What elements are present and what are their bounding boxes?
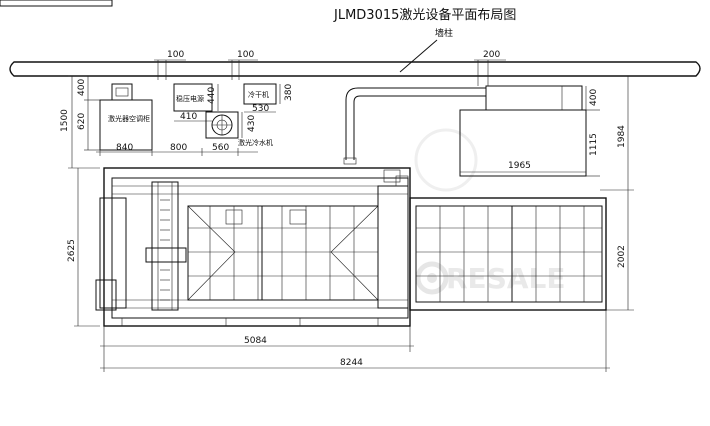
dim-800: 800: [170, 143, 187, 153]
dim-100-a: 100: [154, 50, 186, 80]
svg-text:2002: 2002: [617, 245, 627, 268]
stabilizer-label: 稳压电源: [176, 94, 204, 103]
exhaust-duct: [343, 87, 486, 165]
svg-text:8244: 8244: [340, 358, 363, 368]
dim-8244: 8244: [100, 310, 610, 372]
svg-text:5084: 5084: [244, 336, 267, 346]
svg-text:620: 620: [77, 113, 87, 130]
dim-400-b: 400: [589, 89, 599, 106]
dryer-label: 冷干机: [248, 90, 269, 99]
dim-620: 620: [77, 100, 100, 151]
svg-text:200: 200: [483, 50, 500, 60]
dim-5084: 5084: [100, 326, 414, 352]
dim-2002: 2002: [600, 190, 634, 311]
laser-ac-cabinet: 激光器空调柜: [99, 83, 153, 151]
dim-400-a: 400: [77, 76, 100, 101]
laser-ac-label: 激光器空调柜: [108, 114, 150, 123]
drawing-title: JLMD3015激光设备平面布局图: [333, 7, 516, 23]
svg-text:2625: 2625: [67, 239, 77, 262]
dim-1965: 1965: [508, 161, 531, 171]
dim-530: 530: [252, 104, 269, 114]
wall-leader: [399, 39, 438, 73]
svg-text:100: 100: [237, 50, 254, 60]
drag-chain: [160, 199, 170, 301]
dim-1115: 1115: [589, 133, 599, 156]
dim-440: 440: [207, 87, 217, 104]
dim-1500: 1500: [60, 75, 100, 169]
exchange-table: [409, 197, 607, 311]
dim-430: 430: [247, 115, 257, 132]
svg-text:1500: 1500: [60, 109, 70, 132]
dim-560: 560: [212, 143, 229, 153]
dim-380: 380: [284, 84, 294, 101]
dryer: 冷干机 380 530: [243, 83, 294, 114]
dust-collector: 400 1115 1965: [459, 85, 600, 177]
svg-text:100: 100: [167, 50, 184, 60]
svg-text:400: 400: [77, 79, 87, 96]
dim-1984: 1984: [600, 76, 634, 191]
watermark-logo: RESALE: [414, 128, 566, 295]
cropped-frame: [0, 0, 113, 7]
dim-row-equipment: 840 800 560: [96, 143, 258, 156]
laser-cutting-machine: [95, 167, 411, 327]
water-chiller-label: 激光冷水机: [238, 138, 273, 147]
wall-column: [9, 61, 701, 77]
dim-840: 840: [116, 143, 133, 153]
svg-text:1984: 1984: [617, 125, 627, 148]
wall-label: 墙柱: [435, 27, 453, 39]
watermark-text: RESALE: [446, 262, 566, 295]
stabilizer: 稳压电源 410 440: [173, 83, 219, 122]
dim-410: 410: [180, 112, 197, 122]
dim-100-b: 100: [228, 50, 258, 80]
dim-2625: 2625: [67, 168, 100, 327]
water-chiller: 激光冷水机 430: [205, 111, 273, 147]
dim-200: 200: [474, 50, 506, 86]
